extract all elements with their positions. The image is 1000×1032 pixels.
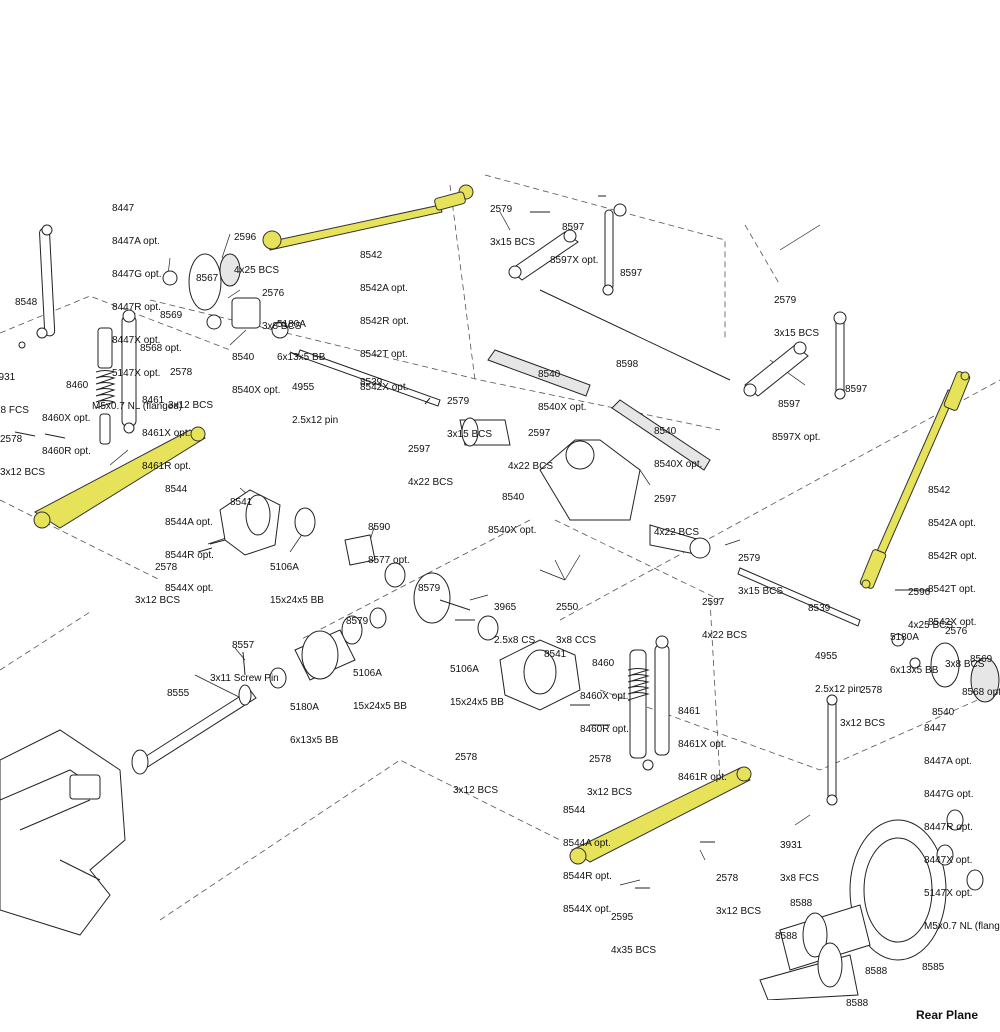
label-2578-right: 2578 3x12 BCS bbox=[840, 685, 886, 729]
lower-right-suspension-parts bbox=[499, 635, 752, 889]
label-8588-b: 8588 bbox=[775, 931, 798, 942]
label-2578-low-right: 2578 3x12 BCS bbox=[716, 873, 762, 917]
label-8539-right: 8539 bbox=[808, 603, 831, 614]
label-8460-right: 8460 8460X opt. 8460R opt. bbox=[580, 658, 629, 735]
label-8588-d: 8588 bbox=[846, 998, 869, 1009]
right-hub-and-transmission bbox=[759, 633, 1000, 1000]
label-8597-right: 8597 bbox=[845, 384, 868, 395]
label-2578-top: 2578 3x12 BCS bbox=[168, 367, 214, 411]
label-8542-right: 8542 8542A opt. 8542R opt. 8542T opt. 85… bbox=[928, 485, 977, 628]
label-8598: 8598 bbox=[616, 359, 639, 370]
label-rear-plane: Rear Plane bbox=[916, 1008, 979, 1022]
label-2578-low-mid: 2578 3x12 BCS bbox=[587, 754, 633, 798]
label-8579-a: 8579 bbox=[418, 583, 441, 594]
label-8542-top: 8542 8542A opt. 8542R opt. 8542T opt. 85… bbox=[360, 250, 409, 393]
label-8588-c: 8588 bbox=[865, 966, 888, 977]
label-2576-right: 2576 3x8 BCS bbox=[945, 626, 985, 670]
drive-shaft bbox=[131, 651, 257, 775]
label-4955-top: 4955 2.5x12 pin bbox=[292, 382, 339, 426]
label-8540-right: 8540 8540X opt. bbox=[654, 426, 703, 470]
label-5106a-right: 5106A 15x24x5 BB bbox=[450, 664, 504, 708]
label-8447-right: 8447 8447A opt. 8447G opt. 8447R opt. 84… bbox=[924, 723, 1000, 932]
label-2576-top: 2576 3x8 BCS bbox=[262, 288, 302, 332]
label-2579-top-right: 2579 3x15 BCS bbox=[774, 295, 820, 339]
label-8579-b: 8579 bbox=[346, 616, 369, 627]
label-2596-top: 2596 4x25 BCS bbox=[234, 232, 280, 276]
label-8585: 8585 bbox=[922, 962, 945, 973]
label-8461-right: 8461 8461X opt. 8461R opt. bbox=[678, 706, 727, 783]
label-8567: 8567 bbox=[196, 273, 219, 284]
label-5180a-right: 5180A 6x13x5 BB bbox=[890, 632, 939, 676]
label-2578-low-left: 2578 3x12 BCS bbox=[453, 752, 499, 796]
label-8590: 8590 8577 opt. bbox=[368, 522, 410, 566]
label-8540-right-low: 8540 bbox=[932, 707, 955, 718]
label-8460-left: 8460 8460X opt. 8460R opt. bbox=[42, 380, 91, 457]
label-2597-center-top: 2597 4x22 BCS bbox=[508, 428, 554, 472]
label-5106a-left: 5106A 15x24x5 BB bbox=[270, 562, 324, 606]
label-2550: 2550 3x8 CCS bbox=[556, 602, 597, 646]
label-2595: 2595 4x35 BCS bbox=[611, 912, 657, 956]
label-8539-top: 8539 bbox=[360, 377, 383, 388]
label-8541-left: 8541 bbox=[230, 497, 253, 508]
label-8540-center: 8540 8540X opt. bbox=[538, 369, 587, 413]
label-2597-lower: 2597 4x22 BCS bbox=[702, 597, 748, 641]
differential-parts bbox=[219, 489, 499, 689]
label-8569-right: 8569 8568 opt. bbox=[962, 654, 1000, 698]
label-8447-top: 8447 8447A opt. 8447G opt. 8447R opt. 84… bbox=[92, 203, 183, 412]
label-8461-left: 8461 8461X opt. 8461R opt. bbox=[142, 395, 191, 472]
label-8555: 8555 bbox=[167, 688, 190, 699]
label-3931-left: 3931 3x8 FCS bbox=[0, 372, 29, 416]
label-8569-top: 8569 8568 opt. bbox=[140, 310, 183, 354]
label-2579-top-left: 2579 3x15 BCS bbox=[490, 204, 536, 248]
exploded-parts-diagram bbox=[0, 174, 1000, 1000]
left-hub-carrier-parts bbox=[162, 184, 474, 407]
label-5180a-low: 5180A 6x13x5 BB bbox=[290, 702, 339, 746]
label-2597-right: 2597 4x22 BCS bbox=[654, 494, 700, 538]
label-3931-right: 3931 3x8 FCS bbox=[780, 840, 819, 884]
label-8544-left: 8544 8544A opt. 8544R opt. 8544X opt. bbox=[165, 484, 214, 594]
label-8540-top-left: 8540 8540X opt. bbox=[232, 352, 281, 396]
label-8548: 8548 bbox=[15, 297, 38, 308]
label-8597-lower-right: 8597 8597X opt. bbox=[772, 399, 821, 443]
label-2579-right: 2579 3x15 BCS bbox=[738, 553, 784, 597]
label-2597-center-left: 2597 4x22 BCS bbox=[408, 444, 454, 488]
label-8557: 8557 3x11 Screw Pin bbox=[210, 640, 279, 684]
label-2579-center: 2579 3x15 BCS bbox=[447, 396, 493, 440]
label-2578-mid-left: 2578 3x12 BCS bbox=[135, 562, 181, 606]
label-3965: 3965 2.5x8 CS bbox=[494, 602, 536, 646]
label-2578-left: 2578 3x12 BCS bbox=[0, 434, 46, 478]
right-yellow-link bbox=[859, 371, 971, 591]
label-8541-right: 8541 bbox=[544, 649, 567, 660]
label-4955-right: 4955 2.5x12 pin bbox=[815, 651, 862, 695]
label-2596-right: 2596 4x25 BCS bbox=[908, 587, 954, 631]
label-8597-mid: 8597 bbox=[620, 268, 643, 279]
upper-links-parts bbox=[508, 195, 847, 400]
label-8544-right: 8544 8544A opt. 8544R opt. 8544X opt. bbox=[563, 805, 612, 915]
label-5106a-mid: 5106A 15x24x5 BB bbox=[353, 668, 407, 712]
chassis-part bbox=[0, 729, 126, 936]
label-8597-top: 8597 8597X opt. bbox=[550, 222, 599, 266]
label-8588-a: 8588 bbox=[790, 898, 813, 909]
label-8540-center-low: 8540 8540X opt. bbox=[488, 492, 537, 536]
left-suspension-parts bbox=[14, 224, 226, 553]
label-5180a-top: 5180A 6x13x5 BB bbox=[277, 319, 326, 363]
axle-housing-parts bbox=[424, 349, 861, 627]
